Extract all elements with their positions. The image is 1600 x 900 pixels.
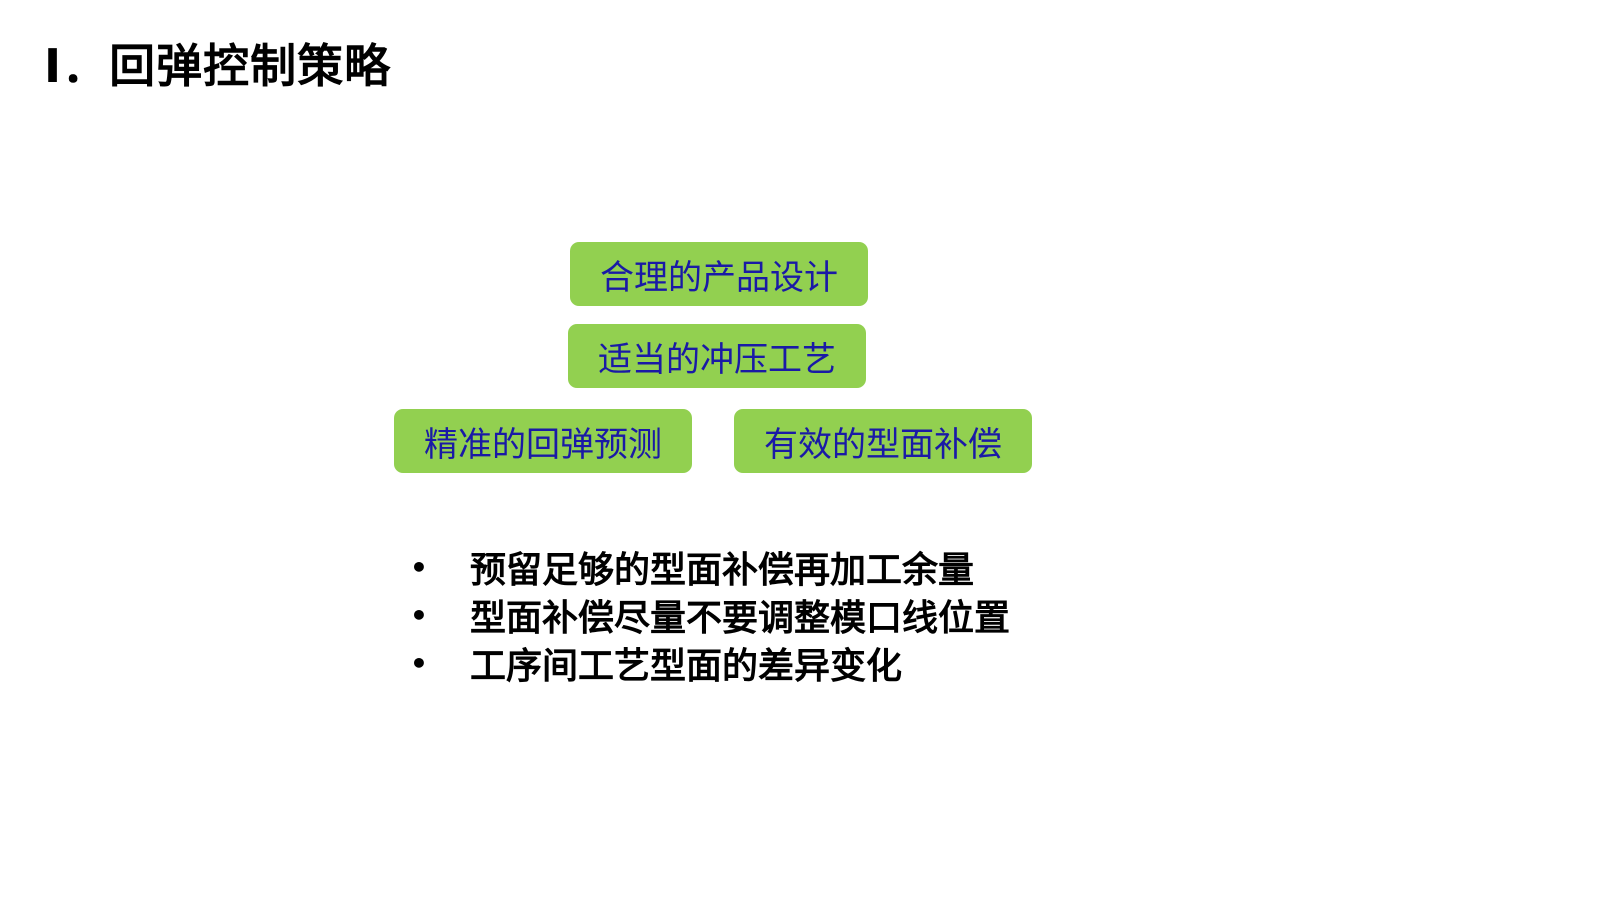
bullet-item: • 型面补偿尽量不要调整模口线位置 xyxy=(410,591,1010,639)
bullet-marker: • xyxy=(410,550,428,584)
strategy-box-stamping-process: 适当的冲压工艺 xyxy=(568,324,866,388)
strategy-box-surface-compensation: 有效的型面补偿 xyxy=(734,409,1032,473)
bullet-list: • 预留足够的型面补偿再加工余量 • 型面补偿尽量不要调整模口线位置 • 工序间… xyxy=(410,543,1010,687)
bullet-marker: • xyxy=(410,598,428,632)
bullet-item: • 工序间工艺型面的差异变化 xyxy=(410,639,1010,687)
strategy-box-product-design: 合理的产品设计 xyxy=(570,242,868,306)
bullet-text: 工序间工艺型面的差异变化 xyxy=(470,646,903,687)
bullet-marker: • xyxy=(410,646,428,680)
slide-title: I．回弹控制策略 xyxy=(44,39,392,93)
bullet-item: • 预留足够的型面补偿再加工余量 xyxy=(410,543,1010,591)
bullet-text: 预留足够的型面补偿再加工余量 xyxy=(470,550,975,591)
bullet-text: 型面补偿尽量不要调整模口线位置 xyxy=(470,598,1011,639)
strategy-box-springback-prediction: 精准的回弹预测 xyxy=(394,409,692,473)
